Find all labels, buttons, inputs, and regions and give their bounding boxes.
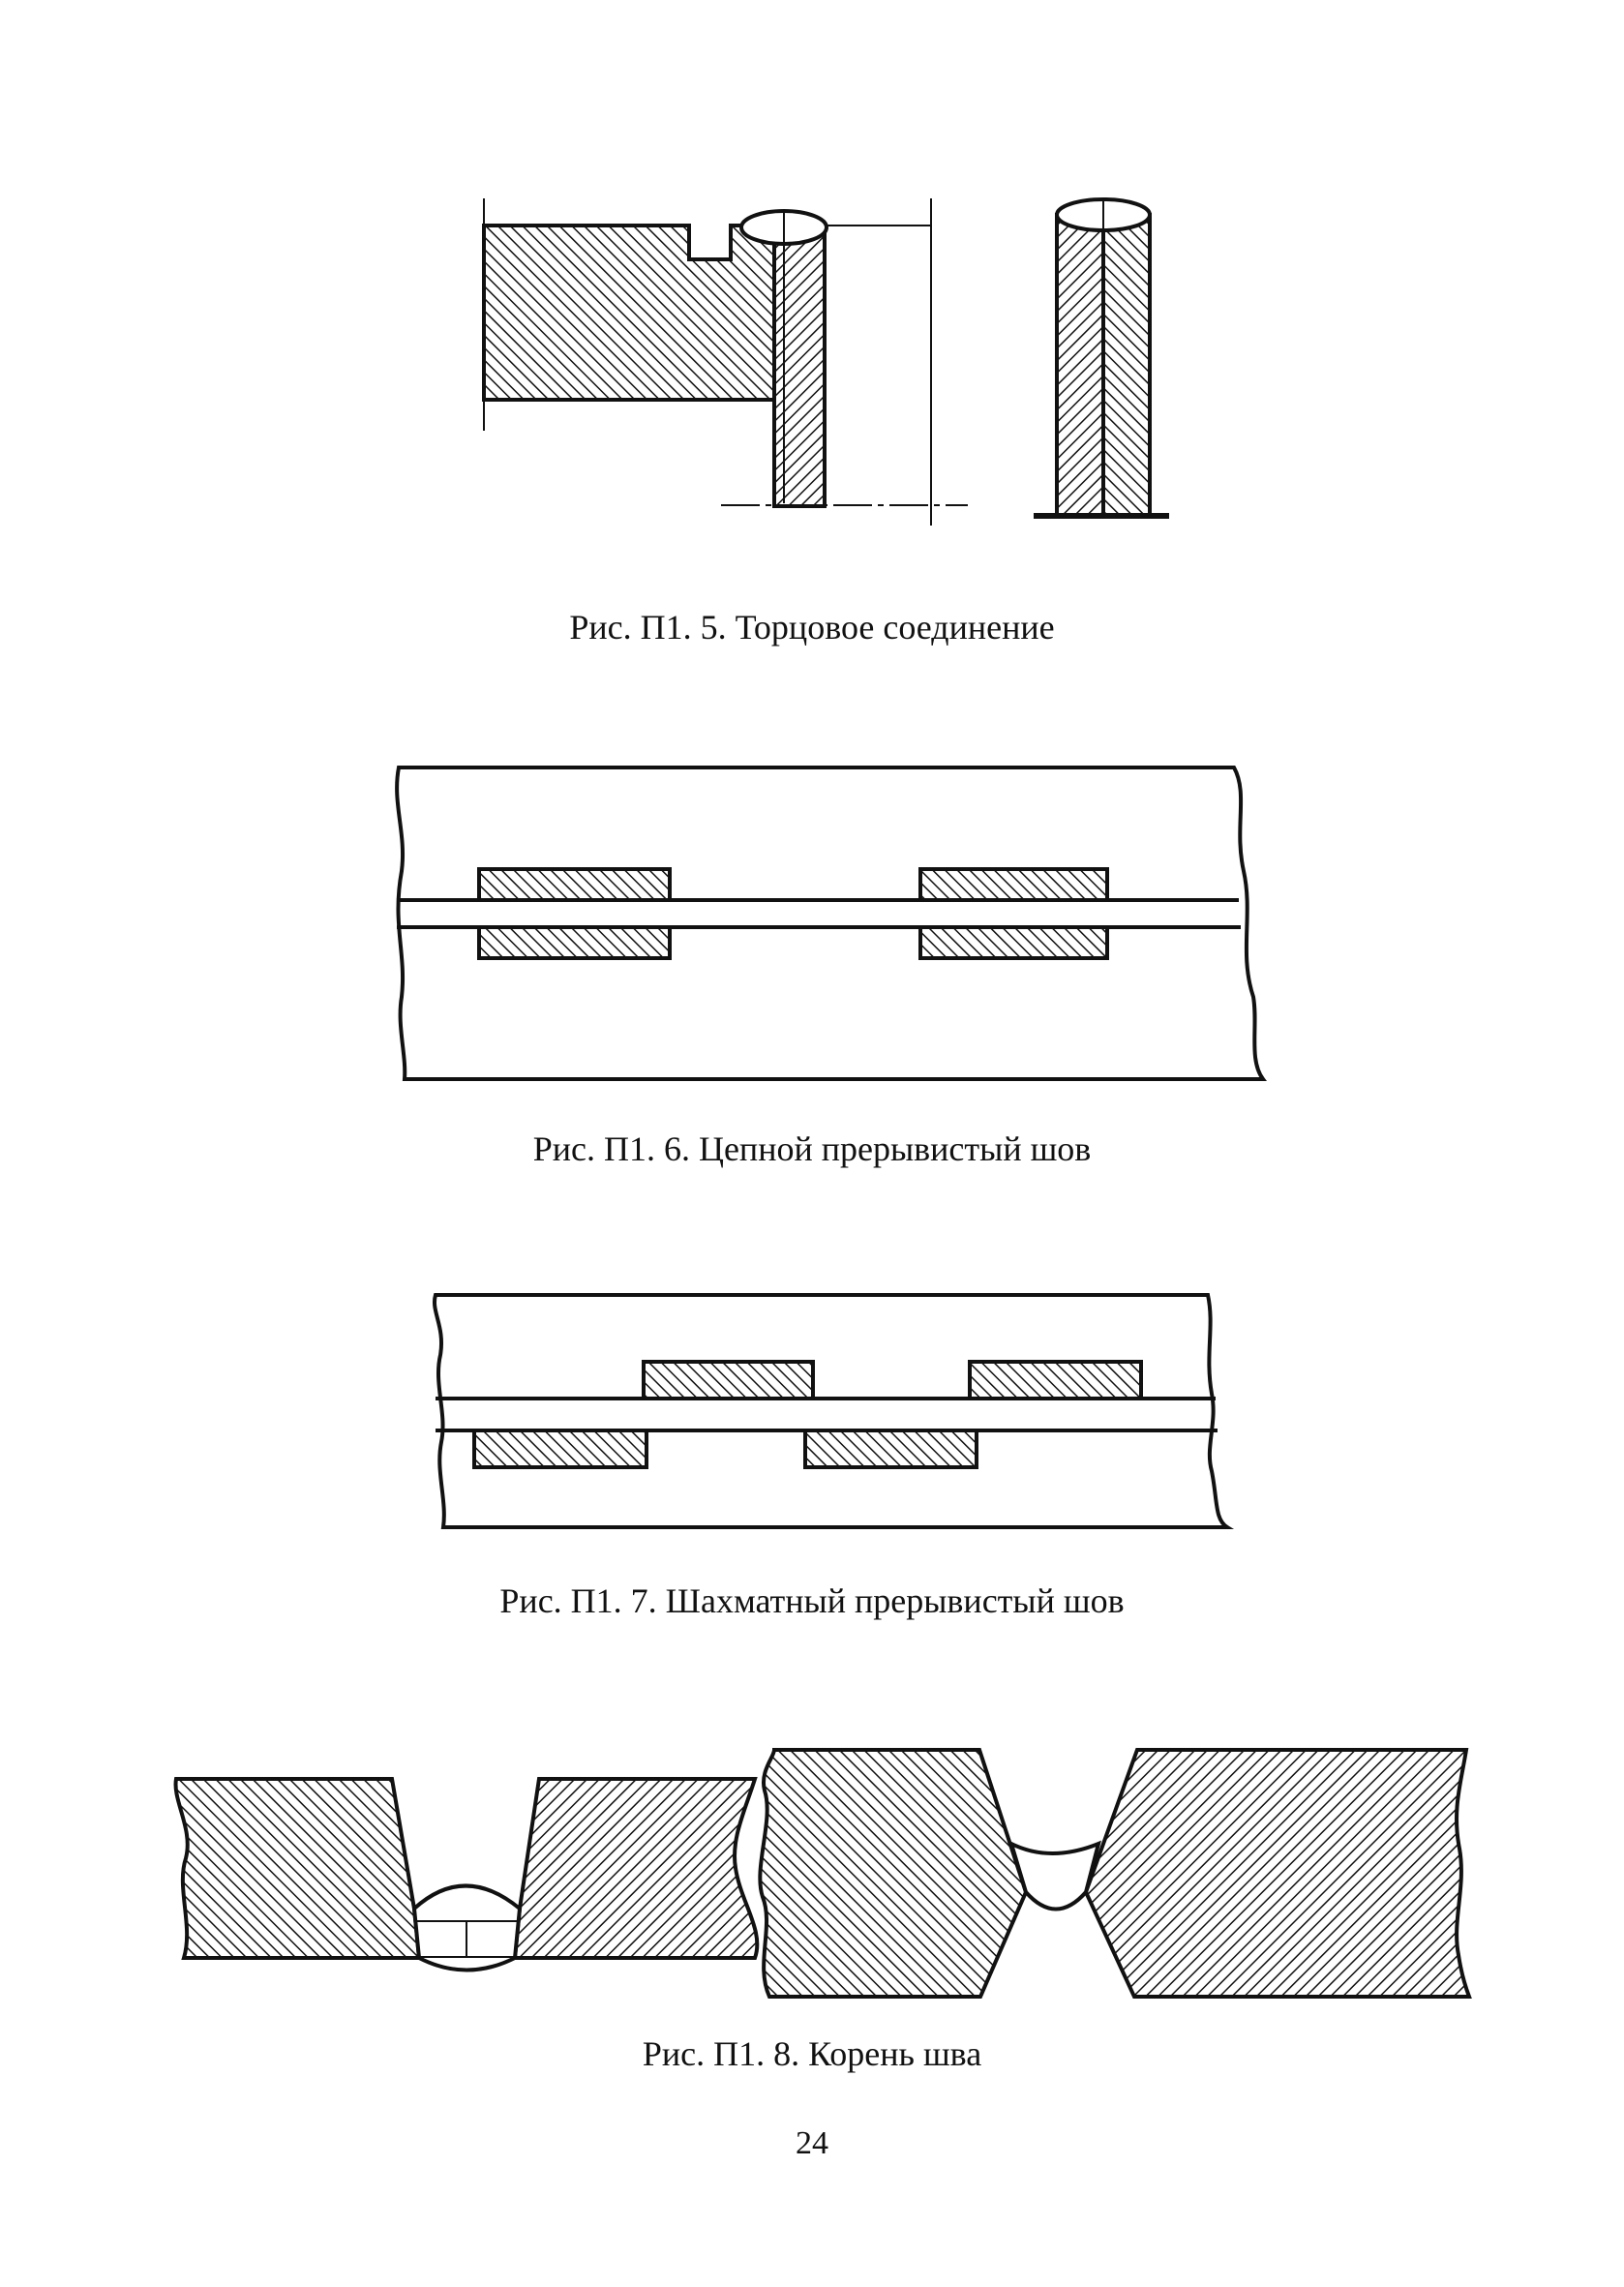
weld-segment-2-bottom [918, 925, 1109, 960]
weld-segment-2-top [918, 867, 1109, 902]
root-left-plate-a [173, 1777, 422, 1960]
root-right-weld [1007, 1840, 1101, 1911]
column-left-half [1055, 213, 1105, 517]
figure-p1-7-drawing [433, 1293, 1235, 1529]
figure-caption-p1-5: Рис. П1. 5. Торцовое соединение [569, 608, 1055, 647]
root-left-plate-b [512, 1777, 760, 1960]
column-right-half [1101, 213, 1152, 517]
weld-segment-1-bottom [477, 925, 672, 960]
figure-p1-8-drawing [173, 1748, 1472, 1999]
plate-outline [433, 1293, 1235, 1529]
weld-segment-top-1 [642, 1360, 815, 1400]
weld-segment-1-top [477, 867, 672, 902]
weld-segment-bottom-1 [472, 1429, 648, 1469]
page-number: 24 [796, 2125, 828, 2161]
left-plate [482, 224, 776, 402]
weld-segment-bottom-2 [803, 1429, 978, 1469]
vertical-plate [772, 224, 827, 508]
plate-outline [395, 766, 1267, 1081]
root-right-plate-a [758, 1748, 1029, 1999]
figure-caption-p1-8: Рис. П1. 8. Корень шва [642, 2034, 982, 2073]
figure-p1-6-drawing [395, 766, 1267, 1081]
weld-segment-top-2 [968, 1360, 1143, 1400]
figure-caption-p1-7: Рис. П1. 7. Шахматный прерывистый шов [499, 1581, 1125, 1620]
root-left-underbead [418, 1956, 516, 1972]
root-right-plate-b [1083, 1748, 1472, 1999]
figure-caption-p1-6: Рис. П1. 6. Цепной прерывистый шов [532, 1129, 1092, 1168]
figure-p1-5-drawing [482, 197, 1169, 526]
